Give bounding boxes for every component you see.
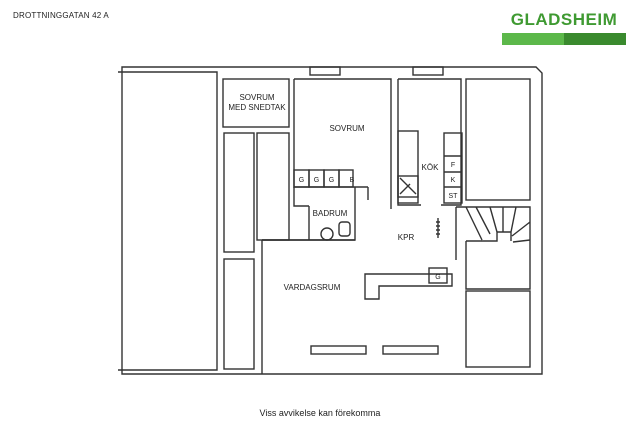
hall-wall [261,187,392,374]
window-top-1 [309,66,341,76]
label-badrum: BADRUM [313,209,348,218]
bath-b-label: B [350,177,355,184]
room-kok [397,78,462,206]
kitchen-stove-mark [399,177,417,195]
brand-bar [502,33,626,45]
room-sovrum-snedtak [222,78,290,128]
slope-box-2 [223,258,255,370]
disclaimer-note: Viss avvikelse kan förekomma [259,408,381,418]
label-sovrum-snedtak-1: SOVRUM [239,93,274,102]
label-kpr: KPR [398,233,415,242]
wardrobe-label-2: G [314,177,319,184]
label-vardagsrum: VARDAGSRUM [284,283,341,292]
label-kok: KÖK [422,163,440,172]
outer-wall [121,66,543,375]
wardrobe-label-1: G [299,177,304,184]
kitchen-counter-right [443,132,463,204]
kitchen-counter-left [397,130,419,204]
brand-bar-light [502,33,564,45]
label-sovrum: SOVRUM [329,124,364,133]
brand-name: GLADSHEIM [510,10,618,29]
brand-logo: GLADSHEIM [502,10,626,45]
window-top-2 [412,66,444,76]
hall-radiator [436,218,440,238]
bath-toilet [338,221,351,237]
bath-sink [320,227,334,241]
hall-g-box [428,267,448,284]
brand-bar-dark [564,33,626,45]
property-address: DROTTNINGGATAN 42 A [13,11,109,20]
slope-panel-left [118,71,218,371]
window-bottom-2 [382,345,439,355]
staircase [455,206,531,290]
kitchen-dividers [444,155,462,188]
kitchen-st-label: ST [449,193,459,200]
slope-box-3 [256,132,290,241]
right-room-top [465,78,531,201]
label-sovrum-snedtak-2: MED SNEDTAK [228,103,286,112]
window-bottom-1 [310,345,367,355]
wardrobe-label-3: G [329,177,334,184]
slope-box-1 [223,132,255,253]
living-counter [364,273,453,300]
wardrobe-box-4 [338,169,354,188]
kitchen-stove [397,175,419,198]
hall-g-label: G [435,274,440,281]
right-room-bottom [465,290,531,368]
fridge-label: F [451,162,455,169]
kitchen-k-label: K [451,177,456,184]
